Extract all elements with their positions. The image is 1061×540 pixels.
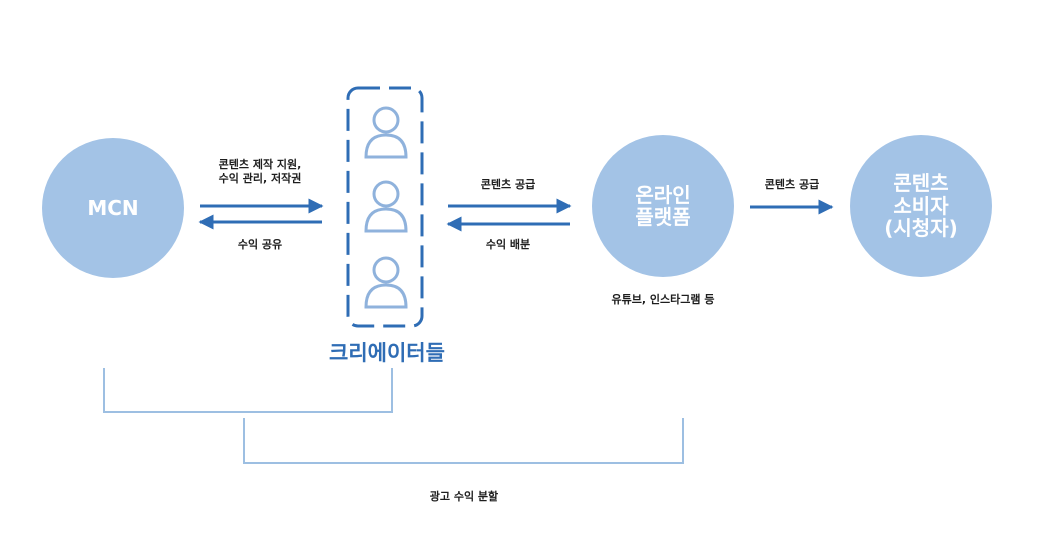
user-icon xyxy=(364,180,408,233)
platform-examples-text: 유튜브, 인스타그램 등 xyxy=(611,293,715,306)
label-mcn-to-creators: 콘텐츠 제작 지원, 수익 관리, 저작권 xyxy=(204,158,316,187)
user-icon xyxy=(364,256,408,309)
consumer-label-line3: (시청자) xyxy=(884,216,958,241)
consumer-label-line2: 소비자 xyxy=(893,193,949,218)
label-platform-to-creators: 수익 배분 xyxy=(485,238,531,251)
label-mcn-to-creators-line2: 수익 관리, 저작권 xyxy=(218,172,302,186)
bracket-creators-platform xyxy=(243,418,684,464)
label-creators-to-mcn: 수익 공유 xyxy=(237,238,283,251)
label-mcn-to-creators-line1: 콘텐츠 제작 지원, xyxy=(218,158,302,171)
mcn-node: MCN xyxy=(42,138,184,278)
content-consumer-node: 콘텐츠 소비자 (시청자) xyxy=(850,135,992,277)
online-platform-node: 온라인 플랫폼 xyxy=(592,135,734,277)
label-creators-to-platform: 콘텐츠 공급 xyxy=(480,178,536,191)
platform-label-line2: 플랫폼 xyxy=(635,205,691,229)
ad-revenue-split-label: 광고 수익 분할 xyxy=(429,490,499,503)
mcn-label: MCN xyxy=(87,195,139,220)
bracket-mcn-creators xyxy=(103,368,393,413)
creators-dashed-box xyxy=(346,86,424,328)
user-icon xyxy=(364,106,408,159)
consumer-label-line1: 콘텐츠 xyxy=(893,171,949,196)
creators-title: 크리에이터들 xyxy=(329,341,445,365)
label-platform-to-consumer: 콘텐츠 공급 xyxy=(764,178,820,191)
platform-label-line1: 온라인 xyxy=(635,182,691,207)
